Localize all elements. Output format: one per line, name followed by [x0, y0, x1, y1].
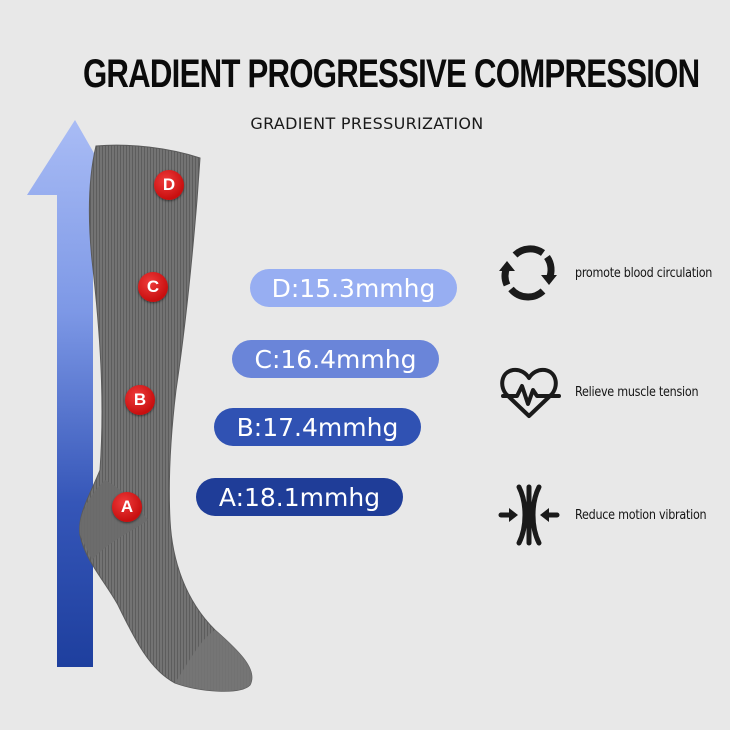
marker-d: D — [154, 170, 184, 200]
benefit-label: Relieve muscle tension — [575, 384, 699, 400]
compress-arrows-icon — [498, 484, 560, 546]
pressure-pill-d: D:15.3mmhg — [250, 269, 457, 307]
heart-pulse-icon — [500, 367, 561, 418]
page-title: GRADIENT PROGRESSIVE COMPRESSION — [82, 52, 700, 96]
benefit-vibration: Reduce motion vibration — [497, 483, 728, 547]
benefit-label: promote blood circulation — [575, 265, 713, 281]
marker-a: A — [112, 492, 142, 522]
circulation-arrows-icon — [499, 245, 557, 301]
pressure-pill-b: B:17.4mmhg — [214, 408, 421, 446]
benefit-label: Reduce motion vibration — [575, 507, 707, 523]
pressure-pill-c: C:16.4mmhg — [232, 340, 439, 378]
up-arrow-icon — [27, 120, 118, 667]
page-subtitle: GRADIENT PRESSURIZATION — [250, 114, 484, 133]
marker-b: B — [125, 385, 155, 415]
pressure-pill-a: A:18.1mmhg — [196, 478, 403, 516]
benefit-circulation: promote blood circulation — [497, 243, 730, 303]
marker-c: C — [138, 272, 168, 302]
benefit-muscle: Relieve muscle tension — [497, 362, 718, 422]
